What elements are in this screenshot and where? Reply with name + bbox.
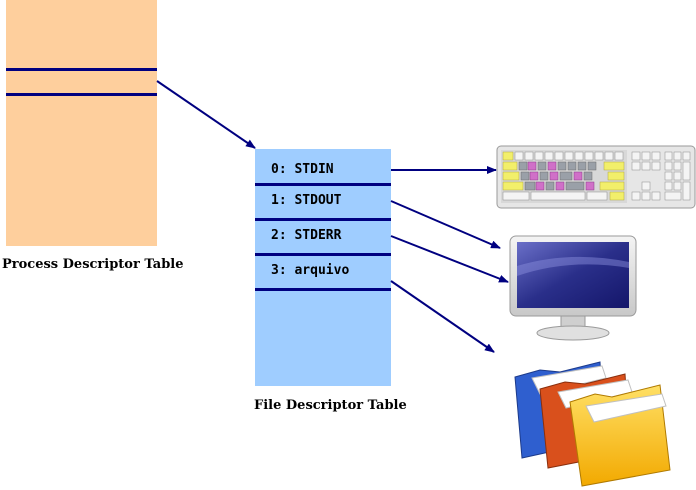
keyboard-icon <box>496 145 696 209</box>
fd-divider <box>255 183 391 186</box>
arrow-process-to-file <box>156 80 256 149</box>
arrow-arquivo-to-folders <box>390 280 495 353</box>
folders-icon <box>514 361 671 487</box>
process-table-divider <box>6 93 157 96</box>
fd-entry-stdin: 0: STDIN <box>271 162 334 177</box>
process-descriptor-table <box>6 0 157 246</box>
fd-divider <box>255 253 391 256</box>
file-descriptor-table: 0: STDIN 1: STDOUT 2: STDERR 3: arquivo <box>255 149 391 386</box>
arrow-stdout-to-monitor <box>390 200 501 249</box>
file-table-caption: File Descriptor Table <box>254 398 407 413</box>
fd-entry-arquivo: 3: arquivo <box>271 263 350 278</box>
fd-entry-stdout: 1: STDOUT <box>271 193 342 208</box>
fd-divider <box>255 288 391 291</box>
fd-divider <box>255 218 391 221</box>
process-table-divider <box>6 68 157 71</box>
fd-entry-stderr: 2: STDERR <box>271 228 342 243</box>
monitor-icon <box>509 235 637 341</box>
arrows <box>156 80 509 353</box>
arrow-stderr-to-monitor <box>390 235 509 283</box>
process-table-caption: Process Descriptor Table <box>2 257 184 272</box>
